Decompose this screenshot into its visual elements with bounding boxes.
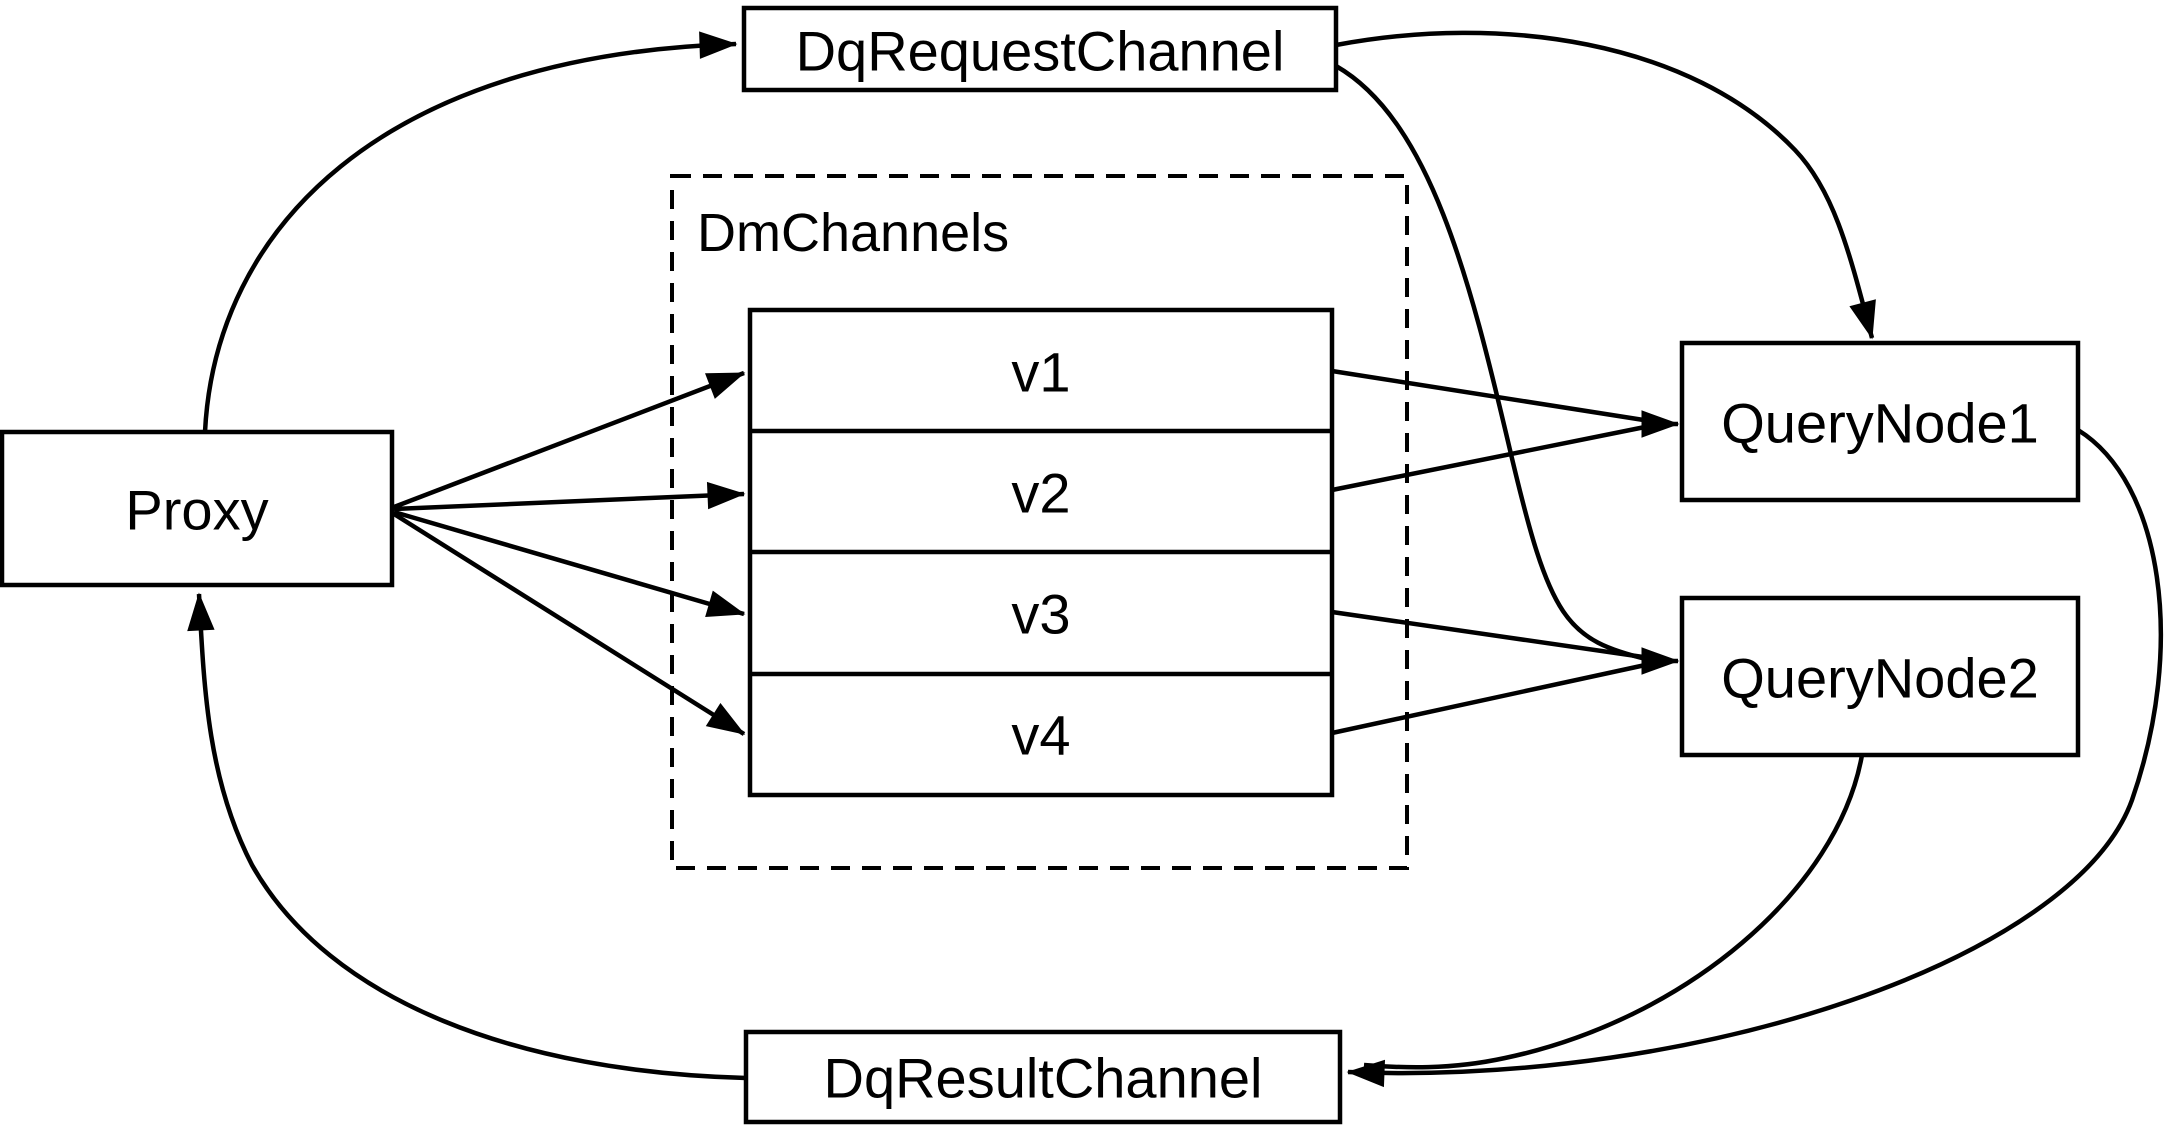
edge-v2-to-query-node-1	[1331, 423, 1651, 493]
channel-v2-label: v2	[1011, 462, 1070, 525]
channel-v1-label: v1	[1011, 341, 1070, 404]
edge-dq-request-channel-to-query-node-2	[1334, 64, 1651, 663]
proxy-node-label: Proxy	[125, 479, 268, 542]
edge-proxy-to-v1	[393, 370, 746, 510]
query-node-2-label: QueryNode2	[1721, 647, 2039, 710]
edge-dq-result-channel-to-proxy	[187, 592, 747, 1081]
dq-request-channel-node-box	[741, 5, 1339, 93]
dq-result-channel-node-box	[743, 1029, 1343, 1125]
edge-query-node-2-to-dq-result-channel	[1363, 754, 1865, 1070]
query-node-2-box	[1679, 595, 2081, 758]
query-node-1-label: QueryNode1	[1721, 392, 2039, 455]
edge-proxy-to-v4	[392, 512, 746, 736]
edge-v4-to-query-node-2	[1331, 661, 1651, 736]
edge-proxy-to-dq-request-channel	[202, 31, 738, 433]
dq-request-channel-node-label: DqRequestChannel	[796, 20, 1285, 83]
edge-dq-request-channel-to-query-node-1	[1335, 30, 1876, 340]
edge-v1-to-query-node-1	[1331, 368, 1651, 424]
query-node-1-box	[1679, 340, 2081, 503]
dq-result-channel-node-label: DqResultChannel	[824, 1047, 1263, 1110]
proxy-node-box	[0, 429, 395, 588]
channel-v4-label: v4	[1011, 704, 1070, 767]
edge-v3-to-query-node-2	[1331, 609, 1651, 661]
dm-channels-group-label: DmChannels	[697, 203, 1009, 263]
edge-proxy-to-v3	[393, 509, 746, 617]
edge-query-node-1-to-dq-result-channel	[1346, 428, 2164, 1088]
edge-proxy-to-v2	[393, 481, 746, 512]
channel-v3-label: v3	[1011, 583, 1070, 646]
